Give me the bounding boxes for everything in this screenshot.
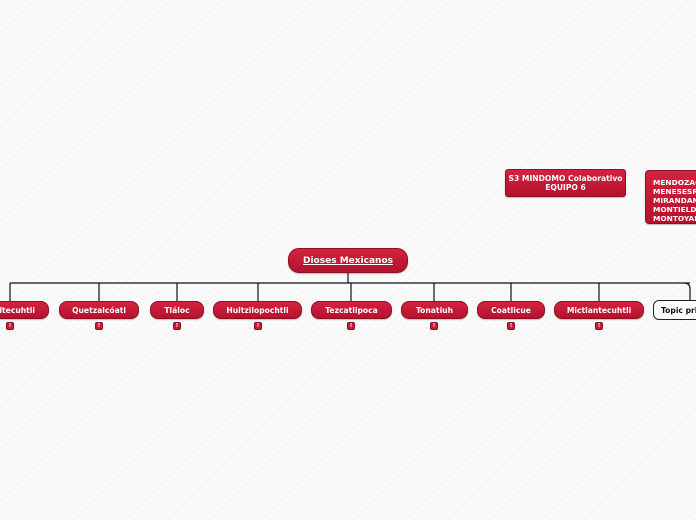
connector-drop — [683, 282, 691, 300]
topic-label: Quetzalcóatl — [72, 305, 126, 315]
team-title-box[interactable]: S3 MINDOMO Colaborativo EQUIPO 6 — [505, 169, 626, 197]
topic-tlaloc[interactable]: Tláloc — [150, 301, 204, 319]
topic-huitzilopochtli[interactable]: Huitzilopochtli — [213, 301, 302, 319]
alert-icon[interactable]: ! — [95, 322, 103, 330]
member-name: MIRANDAM — [653, 196, 696, 205]
team-title-line1: S3 MINDOMO Colaborativo — [508, 174, 623, 183]
topic-tezcatlipoca[interactable]: Tezcatlipoca — [311, 301, 392, 319]
topic-label: Huitzilopochtli — [226, 305, 289, 315]
alert-icon[interactable]: ! — [595, 322, 603, 330]
topic-mictlantecuhtli[interactable]: Mictlantecuhtli — [554, 301, 644, 319]
central-topic-label: Dioses Mexicanos — [303, 255, 393, 266]
topic-label: Mictlantecuhtli — [566, 305, 632, 315]
member-name: MONTOYAR — [653, 214, 696, 223]
topic-label: Tonatiuh — [416, 305, 453, 315]
member-name: MENESESR — [653, 187, 696, 196]
topic-label: Tlaltecuhtli — [0, 305, 35, 315]
topic-principal-label: Topic principal — [661, 305, 696, 315]
topic-label: Tláloc — [164, 305, 190, 315]
alert-icon[interactable]: ! — [347, 322, 355, 330]
topic-coatlicue[interactable]: Coatlicue — [477, 301, 545, 319]
central-topic[interactable]: Dioses Mexicanos — [288, 248, 408, 273]
team-title-line2: EQUIPO 6 — [545, 183, 586, 192]
member-name: MONTIELD — [653, 205, 696, 214]
topic-label: Tezcatlipoca — [325, 305, 378, 315]
alert-icon[interactable]: ! — [6, 322, 14, 330]
topic-tonatiuh[interactable]: Tonatiuh — [401, 301, 468, 319]
topic-label: Coatlicue — [491, 305, 531, 315]
topic-tlaltecuhtli[interactable]: Tlaltecuhtli — [0, 301, 49, 319]
topic-quetzalcoatl[interactable]: Quetzalcóatl — [59, 301, 139, 319]
topic-principal[interactable]: Topic principal — [653, 300, 696, 320]
alert-icon[interactable]: ! — [254, 322, 262, 330]
team-members-box[interactable]: MENDOZAG MENESESR MIRANDAM MONTIELD MONT… — [645, 170, 696, 224]
alert-icon[interactable]: ! — [430, 322, 438, 330]
alert-icon[interactable]: ! — [507, 322, 515, 330]
member-name: MENDOZAG — [653, 178, 696, 187]
alert-icon[interactable]: ! — [173, 322, 181, 330]
